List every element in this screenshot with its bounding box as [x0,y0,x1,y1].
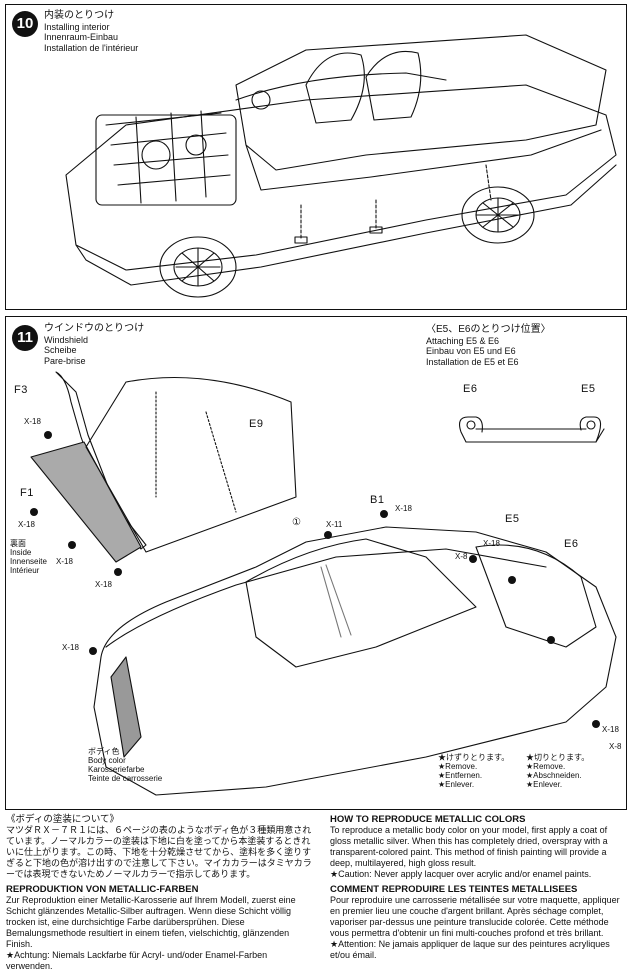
screw-label-x8-1: X-8 [455,552,468,561]
body-color-ja: ボディ色 [88,747,120,756]
screw-label-x18-8: X-18 [602,725,619,734]
attach-e5-e6-caption: 〈E5、E6のとりつけ位置〉 Attaching E5 & E6 Einbau … [426,324,551,367]
cut-ja: ★切りとります。 [526,753,590,762]
inside-fr: Intérieur [10,566,40,575]
attach-label-e6: E6 [463,383,478,395]
interior-installation-drawing [65,34,617,298]
step-10-title: 内装のとりつけ Installing interior Innenraum-Ei… [44,10,139,53]
screw-label-x8-2: X-8 [609,742,622,751]
step-11-panel: 11 ウインドウのとりつけ Windshield Scheibe Pare-br… [5,316,627,810]
screw-label-x18-2: X-18 [18,520,35,529]
body-color-en: Body color [88,756,126,765]
note-de-heading: REPRODUKTION VON METALLIC-FARBEN [6,884,199,895]
body-color-de: Karosseriefarbe [88,765,145,774]
screw-label-x11: X-11 [326,520,343,529]
screw-label-x18-6: X-18 [95,580,112,589]
step-11-title-ja: ウインドウのとりつけ [44,323,145,334]
notes-ja-de: 《ボディの塗装について》 マツダＲＸ－７Ｒ１には、６ページの表のようなボディ色が… [6,814,316,972]
step-number-11: 11 [12,325,38,351]
part-label-e9: E9 [249,418,264,430]
cut-en: ★Remove. [526,762,566,771]
step-11-title-de: Scheibe [44,345,77,355]
attach-en: Attaching E5 & E6 [426,335,500,346]
remove-en: ★Remove. [438,762,478,771]
cut-fr: ★Enlever. [526,780,563,789]
notes-en-fr: HOW TO REPRODUCE METALLIC COLORS To repr… [330,814,624,961]
screw-label-x18-1: X-18 [24,417,41,426]
note-fr-body: Pour reproduire une carrosserie métallis… [330,895,620,938]
inside-ja: 裏面 [10,539,26,548]
note-ja-heading: 《ボディの塗装について》 [6,814,120,825]
attach-title-ja: 〈E5、E6のとりつけ位置〉 [426,324,551,335]
inside-de: Innenseite [10,557,47,566]
remove-de: ★Entfernen. [438,771,483,780]
step-10-title-ja: 内装のとりつけ [44,10,115,21]
screw-label-x18-4: X-18 [483,539,500,548]
windshield-installation-drawing [30,371,617,796]
attach-label-e5: E5 [581,383,596,395]
inside-label: 裏面 Inside Innenseite Intérieur [10,539,47,575]
step-11-title: ウインドウのとりつけ Windshield Scheibe Pare-brise [44,323,145,366]
step-10-panel: 10 内装のとりつけ Installing interior Innenraum… [5,4,627,310]
remove-fr: ★Enlever. [438,780,475,789]
step-10-title-en: Installing interior [44,21,110,32]
part-label-f1: F1 [20,487,34,499]
inside-en: Inside [10,548,32,557]
note-en-heading: HOW TO REPRODUCE METALLIC COLORS [330,814,526,825]
note-de-body: Zur Reproduktion einer Metallic-Karosser… [6,895,296,949]
part-label-e5: E5 [505,513,520,525]
note-en-caution: ★Caution: Never apply lacquer over acryl… [330,869,592,879]
step-11-title-en: Windshield [44,334,89,345]
step-10-title-fr: Installation de l'intérieur [44,42,139,53]
remove-note: ★けずりとります。 ★Remove. ★Entfernen. ★Enlever. [438,753,509,789]
screw-label-x18-5: X-18 [56,557,73,566]
note-fr-caution: ★Attention: Ne jamais appliquer de laque… [330,939,610,960]
note-de-caution: ★Achtung: Niemals Lackfarbe für Acryl- u… [6,950,268,971]
remove-ja: ★けずりとります。 [438,753,510,762]
step-marker-1: ① [292,517,301,528]
cut-de: ★Abschneiden. [526,771,582,780]
screw-label-x18-7: X-18 [62,643,79,652]
attach-fr: Installation de E5 et E6 [426,356,519,367]
body-color-label: ボディ色 Body color Karosseriefarbe Teinte d… [88,747,162,783]
note-ja-body: マツダＲＸ－７Ｒ１には、６ページの表のようなボディ色が３種類用意されています。ノ… [6,825,312,879]
part-label-b1: B1 [370,494,385,506]
screw-label-x18-3: X-18 [395,504,412,513]
body-color-fr: Teinte de carrosserie [88,774,163,783]
note-fr-heading: COMMENT REPRODUIRE LES TEINTES METALLISE… [330,884,578,895]
note-en-body: To reproduce a metallic body color on yo… [330,825,608,868]
step-number-10: 10 [12,11,38,37]
attach-de: Einbau von E5 und E6 [426,346,516,356]
cut-note: ★切りとります。 ★Remove. ★Abschneiden. ★Enlever… [526,753,589,789]
part-label-f3: F3 [14,384,28,396]
step-10-title-de: Innenraum-Einbau [44,32,119,42]
step-11-title-fr: Pare-brise [44,355,86,366]
part-label-e6: E6 [564,538,579,550]
